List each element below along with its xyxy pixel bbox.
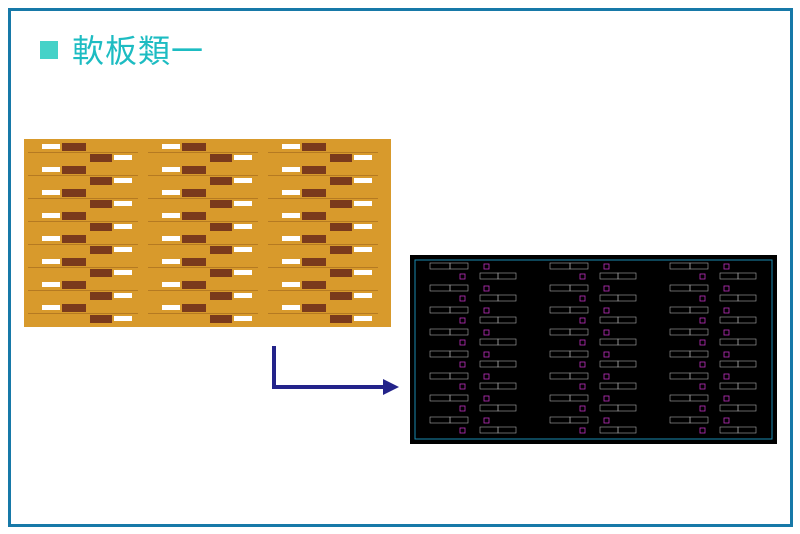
slide-frame — [8, 8, 793, 527]
slide-title: 軟板類一 — [72, 32, 205, 70]
pcb-panel-photo — [24, 139, 391, 327]
bullet-square-icon — [40, 41, 58, 59]
cad-layout-image — [410, 255, 777, 444]
